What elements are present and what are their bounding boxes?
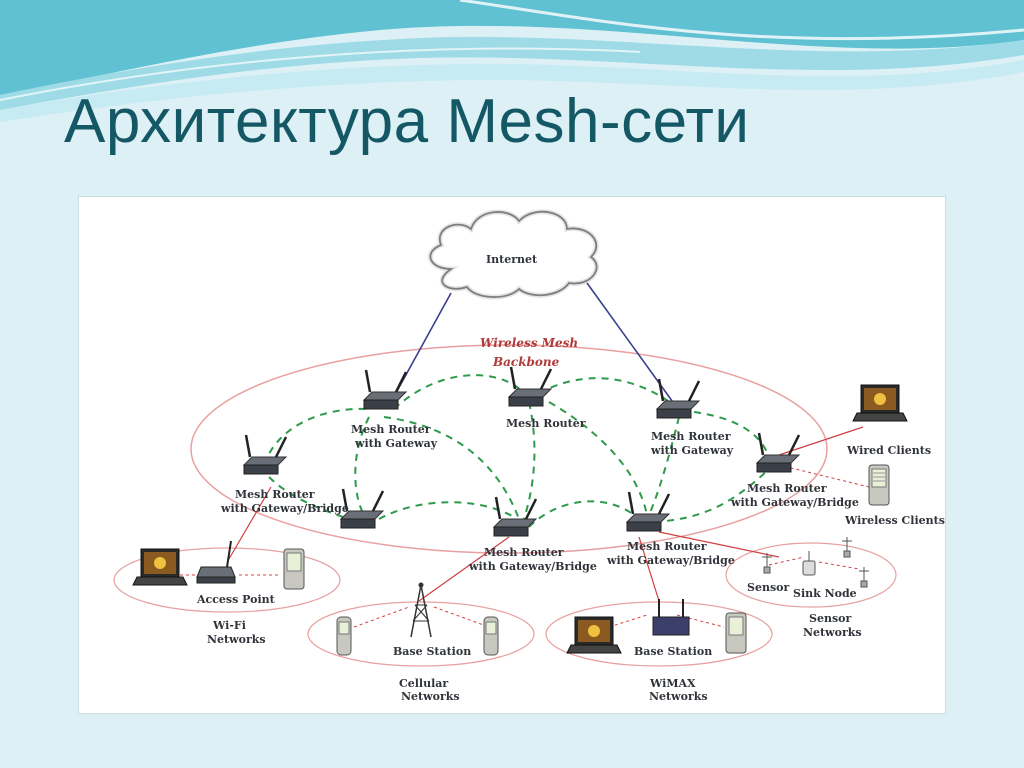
mesh-router-icon [339,488,385,529]
router-label: Mesh Router [506,417,586,430]
cellular-network-label: Cellular [399,677,448,690]
backbone-label-line2: Backbone [492,355,560,369]
sensor-network-label: Networks [803,626,862,639]
mesh-link [528,500,640,528]
router-label: Mesh Router [235,488,315,501]
mesh-router-icon [625,491,671,532]
router-label: Mesh Router [351,423,431,436]
pda-icon [283,548,305,590]
router-label: Mesh Router [747,482,827,495]
mesh-link [383,416,520,520]
slide-title: Архитектура Mesh-сети [64,87,750,156]
client-link [638,536,660,602]
laptop-icon [132,548,188,586]
mesh-link [378,501,515,520]
mesh-router-icon [755,432,801,473]
wifi-network-ellipse [113,547,341,613]
wired-clients-label: Wired Clients [846,444,931,457]
cellular-base-station-label: Base Station [393,645,471,658]
internet-label: Internet [486,253,538,266]
backbone-label-line1: Wireless Mesh [480,336,578,350]
mesh-router-icon [507,366,553,407]
cellular-network-label: Networks [401,690,460,703]
sensor-node-icon [859,567,869,588]
router-label: with Gateway/Bridge [606,554,735,567]
router-label: Mesh Router [651,430,731,443]
phone-icon [336,616,352,656]
mesh-router-icon [242,434,288,475]
wimax-network-label: Networks [649,690,708,703]
router-label: Mesh Router [627,540,707,553]
sink-node-label: Sink Node [793,587,857,600]
sensor-node-icon [762,553,772,574]
client-link [768,556,805,566]
internet-cloud-icon [427,209,600,300]
mesh-link [523,401,536,520]
mesh-link [693,411,770,458]
client-link [658,531,780,558]
wimax-network-label: WiMAX [649,677,696,690]
mesh-link [354,416,370,516]
mesh-link [263,407,370,466]
pda-icon [725,612,747,654]
sensor-network-label: Sensor [809,612,851,625]
base-station-icon [652,599,690,636]
wimax-base-station-label: Base Station [634,645,712,658]
mesh-router-icon [492,496,538,537]
client-link [433,606,490,628]
router-label: with Gateway [354,437,438,450]
router-label: with Gateway/Bridge [220,502,349,515]
wifi-network-label: Wi-Fi [212,619,246,632]
mesh-router-icon [362,369,408,410]
client-link [228,486,272,560]
router-label: with Gateway/Bridge [468,560,597,573]
router-label: with Gateway/Bridge [730,496,859,509]
sensor-label: Sensor [747,581,789,594]
wireless-clients-label: Wireless Clients [844,514,945,527]
router-label: with Gateway [650,444,734,457]
sensor-node-icon [842,537,852,558]
cellular-network-ellipse [307,601,535,667]
mesh-router-icon [655,378,701,419]
client-link [353,606,410,628]
access-point-icon [196,540,236,584]
internet-uplink [586,282,676,406]
sink-node-icon [802,551,816,576]
client-link [818,561,860,570]
router-label: Mesh Router [484,546,564,559]
access-point-label: Access Point [196,593,276,606]
sensor-network-ellipse [725,542,897,608]
mesh-link [538,377,680,410]
client-link [608,614,648,628]
mesh-architecture-diagram: Internet Wireless Mesh Backbone [78,196,946,714]
phone-icon [483,616,499,656]
mesh-link [268,476,350,520]
client-link [778,426,864,456]
laptop-icon [852,384,908,422]
mesh-link [393,374,525,410]
base-station-tower-icon [410,582,432,638]
mesh-link [648,416,680,516]
laptop-icon [566,616,622,654]
mesh-link [653,468,770,523]
client-link [418,536,510,602]
wifi-network-label: Networks [207,633,266,646]
pda-icon [868,464,890,506]
mesh-backbone-ellipse [190,344,828,554]
